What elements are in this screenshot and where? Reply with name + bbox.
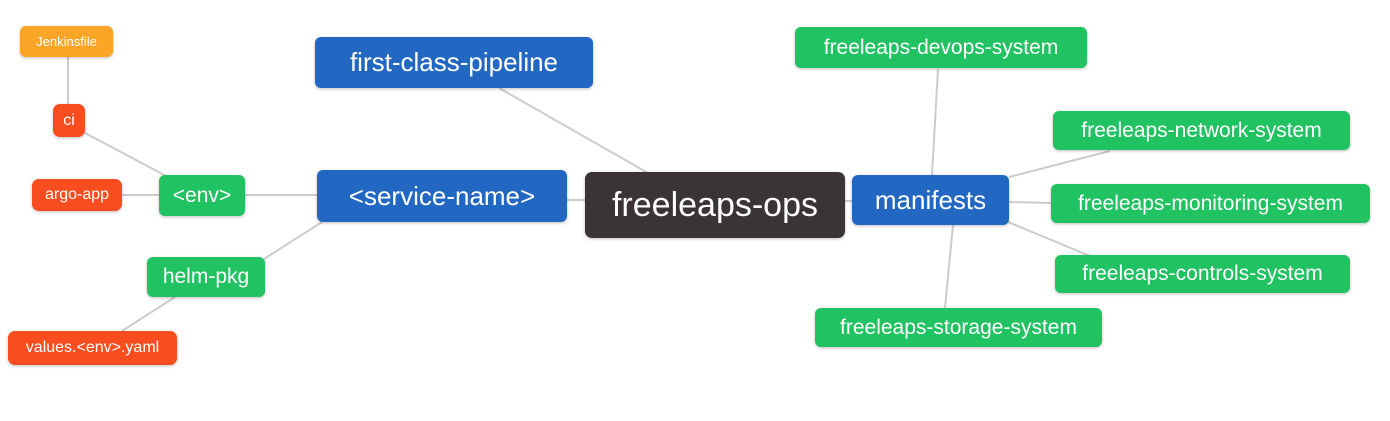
node-values-env-yaml[interactable]: values.<env>.yaml	[8, 331, 177, 365]
node-env[interactable]: <env>	[159, 175, 245, 216]
node-freeleaps-storage-system[interactable]: freeleaps-storage-system	[815, 308, 1102, 347]
node-jenkinsfile[interactable]: Jenkinsfile	[20, 26, 113, 57]
node-freeleaps-ops-root[interactable]: freeleaps-ops	[585, 172, 845, 238]
edge-manifests-network-system	[1008, 150, 1111, 178]
edge-helm-pkg-values	[121, 296, 176, 332]
node-freeleaps-devops-system[interactable]: freeleaps-devops-system	[795, 27, 1087, 68]
node-ci[interactable]: ci	[53, 104, 85, 137]
node-service-name[interactable]: <service-name>	[317, 170, 567, 222]
node-first-class-pipeline[interactable]: first-class-pipeline	[315, 37, 593, 88]
edge-manifests-devops-system	[931, 68, 939, 176]
node-freeleaps-network-system[interactable]: freeleaps-network-system	[1053, 111, 1350, 150]
edge-manifests-storage-system	[944, 224, 954, 309]
edge-service-name-helm-pkg	[263, 221, 323, 260]
edge-manifests-monitoring-system	[1008, 201, 1052, 204]
node-helm-pkg[interactable]: helm-pkg	[147, 257, 265, 297]
node-manifests[interactable]: manifests	[852, 175, 1009, 225]
edge-ci-env	[84, 132, 169, 178]
edge-first-class-pipeline-root	[498, 87, 649, 174]
edge-manifests-controls-system	[1007, 221, 1091, 257]
node-freeleaps-controls-system[interactable]: freeleaps-controls-system	[1055, 255, 1350, 293]
node-argo-app[interactable]: argo-app	[32, 179, 122, 211]
node-freeleaps-monitoring-system[interactable]: freeleaps-monitoring-system	[1051, 184, 1370, 223]
